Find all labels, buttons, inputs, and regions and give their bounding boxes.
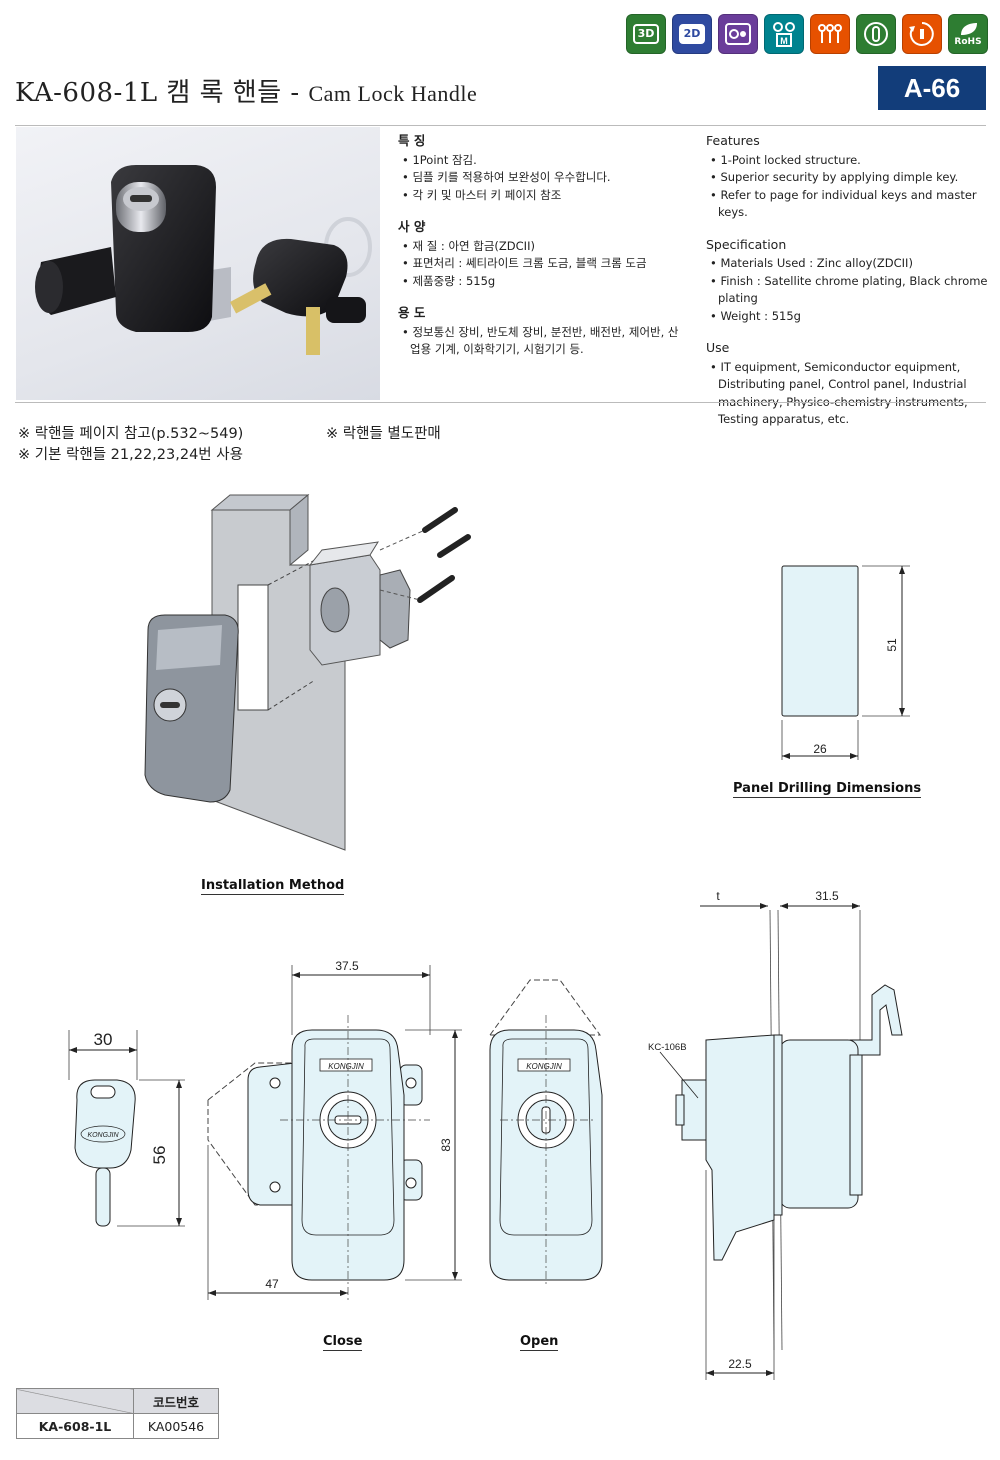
key-brand-label: KONGJIN [87,1132,119,1139]
list-item: 1-Point locked structure. [706,152,988,170]
list-item: Weight : 515g [706,308,988,326]
2d-icon: 2D [672,14,712,54]
close-view-drawing: 37.5 KONGJIN 83 47 [207,959,462,1300]
master-key-icon: M [764,14,804,54]
dim-thickness: t [716,889,720,903]
code-header: 코드번호 [133,1388,219,1414]
installation-drawing [144,493,471,851]
3d-icon: 3D [626,14,666,54]
caption-open: Open [520,1334,559,1351]
product-name-en: Cam Lock Handle [308,81,478,106]
rohs-icon: RoHS [948,14,988,54]
title-separator: - [290,78,300,108]
list-item: Materials Used : Zinc alloy(ZDCII) [706,255,988,273]
dim-key-height: 56 [150,1146,169,1165]
keys-icon [810,14,850,54]
table-row: KA-608-1L KA00546 [16,1413,219,1439]
note-sold-separately: ※ 락핸들 별도판매 [326,426,441,442]
rotation-icon [902,14,942,54]
caption-close: Close [323,1334,363,1351]
list-item: IT equipment, Semiconductor equipment, D… [706,359,988,429]
side-view-drawing: t 31.5 KC-106B 22.5 [648,889,903,1380]
section-divider [15,402,986,403]
list-item: Superior security by applying dimple key… [706,169,988,187]
list-item: 표면처리 : 쎄티라이트 크롬 도금, 블랙 크롬 도금 [398,255,688,273]
page-code-badge: A-66 [878,66,986,110]
dim-panel-width: 26 [813,742,827,756]
dim-total-width: 47 [265,1277,279,1291]
dim-body-height: 83 [439,1138,453,1152]
model-number: KA-608-1L [15,78,158,108]
code-cell: KA00546 [133,1413,219,1439]
table-corner-cell [16,1388,134,1414]
header-divider [15,125,986,126]
code-table: 코드번호 KA-608-1L KA00546 [16,1388,219,1439]
note-basic-handle: ※ 기본 락핸들 21,22,23,24번 사용 [18,447,243,463]
product-photo [16,127,380,400]
dim-body-width: 37.5 [335,959,359,973]
open-view-drawing: KONGJIN [489,979,603,1285]
list-item: 정보통신 장비, 반도체 장비, 분전반, 배전반, 제어반, 산업용 기계, … [398,324,688,359]
list-item: 각 키 및 마스터 키 페이지 참조 [398,187,688,205]
list-item: 재 질 : 아연 합금(ZDCII) [398,238,688,256]
model-cell: KA-608-1L [16,1413,134,1439]
note-handle-reference: ※ 락핸들 페이지 참고(p.532~549) [18,426,244,442]
open-brand-label: KONGJIN [526,1062,562,1071]
dim-panel-height: 51 [885,638,899,652]
list-item: 딤플 키를 적용하여 보완성이 우수합니다. [398,169,688,187]
product-title: KA-608-1L 캠 록 핸들 - Cam Lock Handle [15,72,477,109]
dimple-key-icon [856,14,896,54]
svg-text:M: M [780,36,788,46]
dim-key-width: 30 [94,1030,113,1049]
panel-drilling-drawing: 51 26 [781,565,910,760]
list-item: 1Point 잠김. [398,152,688,170]
key-type-icon [718,14,758,54]
close-brand-label: KONGJIN [328,1062,364,1071]
key-drawing: 30 KONGJIN 56 [68,1030,185,1227]
dim-side-width: 31.5 [815,889,839,903]
part-reference-label: KC-106B [648,1042,687,1053]
feature-icon-strip: 3D 2D M RoHS [626,14,988,54]
list-item: 제품중량 : 515g [398,273,688,291]
caption-panel-drilling: Panel Drilling Dimensions [733,781,922,798]
spec-english: Features 1-Point locked structure. Super… [706,132,988,443]
list-item: Refer to page for individual keys and ma… [706,187,988,222]
product-name-ko: 캠 록 핸들 [166,78,282,108]
list-item: Finish : Satellite chrome plating, Black… [706,273,988,308]
caption-installation: Installation Method [201,878,345,895]
dim-side-depth: 22.5 [728,1357,752,1371]
spec-korean: 특 징 1Point 잠김. 딤플 키를 적용하여 보완성이 우수합니다. 각 … [398,132,688,373]
